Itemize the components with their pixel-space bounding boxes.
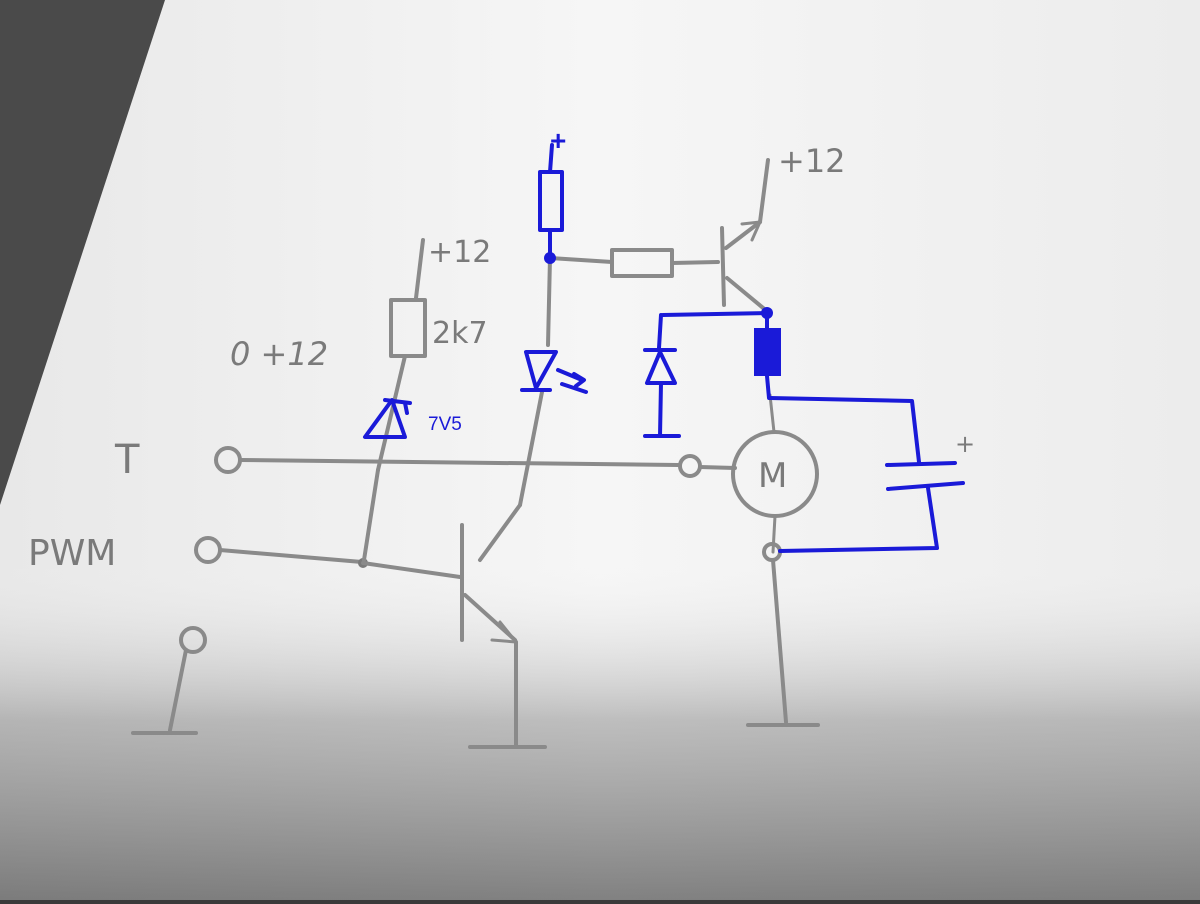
capacitor-plate-top: [885, 461, 957, 467]
ink-diode-cathode-wire: [657, 313, 663, 350]
ink-cap-top-wire: [768, 396, 921, 464]
led-ray-arrow: [572, 372, 586, 388]
wire-t: [238, 458, 680, 467]
wire-mid-upper: [546, 256, 552, 347]
wire-to-pnp-base: [670, 260, 720, 265]
wire-to-base: [361, 561, 462, 579]
resistor-2k7: [389, 298, 427, 358]
wire-ground-left: [168, 648, 188, 732]
ink-junction-top: [544, 252, 556, 264]
wire-mid-lower: [518, 390, 544, 507]
label-supply-top: +: [550, 125, 566, 156]
pnp-base-bar: [720, 226, 726, 307]
ground-terminal-circle: [179, 626, 207, 654]
wire-to-base-resistor: [548, 256, 614, 264]
label-range: 0 +12: [230, 335, 328, 373]
label-supply-right: +12: [778, 142, 846, 180]
pnp-emitter: [724, 220, 762, 250]
ink-cap-bottom-wire: [778, 486, 939, 553]
label-zener-value: 7V5: [428, 414, 462, 435]
zener-diode-icon: [363, 398, 407, 439]
wire-right-supply: [758, 158, 770, 224]
led-icon: [524, 350, 558, 390]
ink-diode-anode-wire: [658, 381, 663, 438]
wire-left-supply: [414, 238, 425, 300]
label-supply-left: +12: [428, 235, 491, 270]
wire-pwm: [218, 548, 364, 564]
wire-motor-top: [768, 393, 776, 434]
label-resistor-value: 2k7: [432, 316, 488, 351]
ink-supply-wire: [548, 143, 554, 174]
wire-resistor-down: [376, 354, 407, 472]
wire-t-to-motor: [698, 465, 737, 470]
led-ray-2: [560, 382, 588, 394]
ink-to-motor: [765, 374, 771, 400]
wire-to-collector: [478, 503, 522, 562]
label-capacitor-polarity: +: [955, 430, 975, 458]
ink-diode-top-wire: [661, 311, 769, 317]
zener-bar-tip: [403, 401, 409, 415]
wire-motor-ground: [771, 558, 788, 724]
label-terminal-pwm: PWM: [28, 533, 116, 574]
capacitor-plate-bottom: [886, 481, 965, 491]
pnp-collector: [725, 276, 770, 314]
wire-to-junction: [362, 468, 380, 562]
filled-resistor: [754, 328, 781, 376]
label-motor: M: [758, 456, 787, 496]
label-terminal-t: T: [114, 437, 140, 483]
